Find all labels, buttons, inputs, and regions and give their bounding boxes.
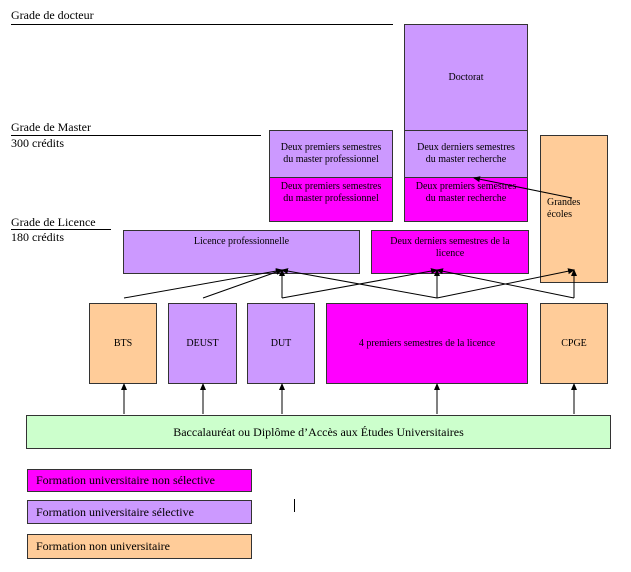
master-recherche-year1-box: Deux premiers semestres du master recher…: [404, 177, 528, 222]
licence-professionnelle-box: Licence professionnelle: [123, 230, 360, 274]
legend-selective: Formation universitaire sélective: [27, 500, 252, 524]
text-cursor: [294, 499, 295, 512]
grade-docteur-label: Grade de docteur: [11, 8, 94, 22]
licence-premiers-semestres-box: 4 premiers semestres de la licence: [326, 303, 528, 384]
grandes-ecoles-box: Grandes écoles: [540, 135, 608, 283]
arrow-deust-licpro: [202, 269, 283, 299]
master-pro-year2-box: Deux premiers semestres du master profes…: [269, 130, 393, 178]
arrow-bts-licpro: [123, 268, 283, 299]
licence-derniers-semestres-box: Deux derniers semestres de la licence: [371, 230, 529, 274]
dut-box: DUT: [247, 303, 315, 384]
doctorat-box: Doctorat: [404, 24, 528, 131]
grade-licence-label: Grade de Licence: [11, 215, 96, 229]
grade-licence-rule: [11, 229, 111, 230]
grade-licence-credits: 180 crédits: [11, 230, 64, 244]
master-pro-year1-box: Deux premiers semestres du master profes…: [269, 177, 393, 222]
arrow-dut-licence: [281, 268, 438, 299]
cpge-box: CPGE: [540, 303, 608, 384]
legend-non-selective: Formation universitaire non sélective: [27, 469, 252, 492]
arrow-licence-licpro: [281, 268, 438, 299]
master-recherche-year2-box: Deux derniers semestres du master recher…: [404, 130, 528, 178]
legend-non-universitaire: Formation non universitaire: [27, 534, 252, 559]
grade-docteur-rule: [11, 24, 393, 25]
bts-box: BTS: [89, 303, 157, 384]
deust-box: DEUST: [168, 303, 237, 384]
grade-master-credits: 300 crédits: [11, 136, 64, 150]
grade-master-label: Grade de Master: [11, 120, 91, 134]
grade-master-rule: [11, 135, 261, 136]
baccalaureat-box: Baccalauréat ou Diplôme d’Accès aux Étud…: [26, 415, 611, 449]
